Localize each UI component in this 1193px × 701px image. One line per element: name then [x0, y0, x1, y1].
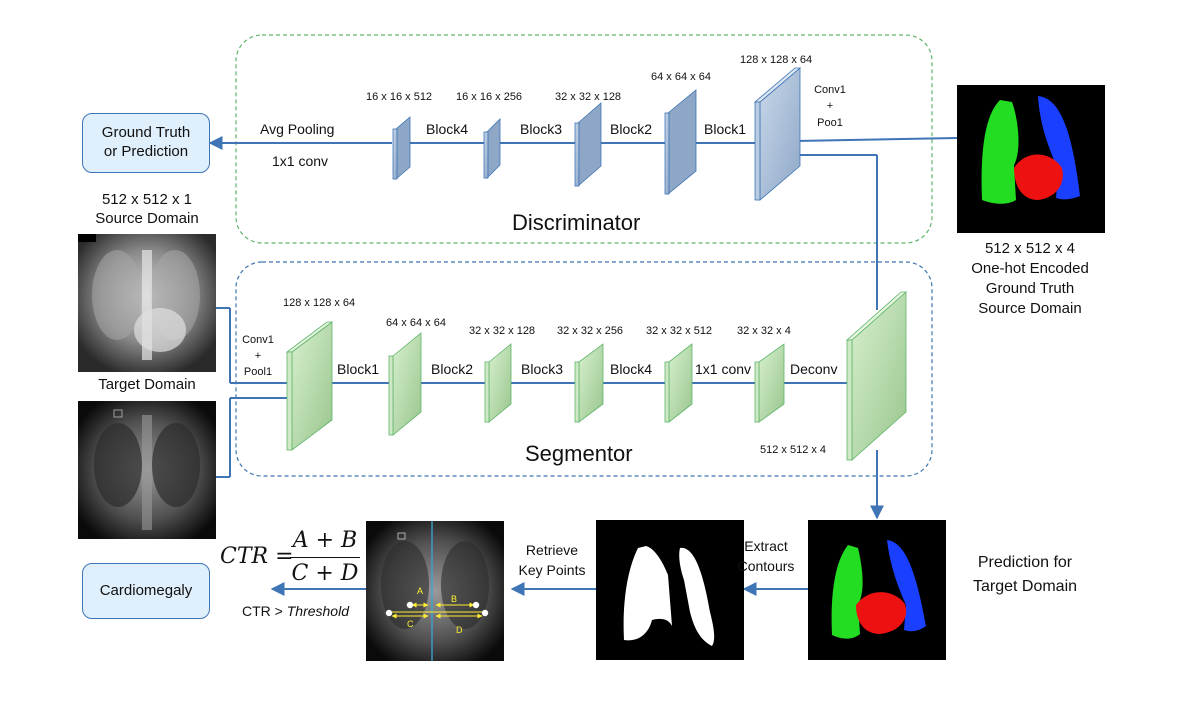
onehot-caption-4: Source Domain [978, 300, 1082, 317]
ground-truth-line2: or Prediction [103, 143, 189, 160]
disc-pool1-label: Poo1 [817, 117, 843, 129]
seg-dim-7: 512 x 512 x 4 [760, 444, 827, 456]
formula-numerator: A + B [292, 528, 358, 553]
disc-block1-label: Block1 [704, 121, 747, 137]
seg-block-7 [845, 291, 908, 461]
prediction-caption-1: Prediction for [977, 554, 1073, 571]
formula-fraction-bar [290, 557, 360, 558]
onehot-caption-1: 512 x 512 x 4 [984, 240, 1076, 257]
formula-denominator: C + D [291, 561, 359, 586]
source-dims-label: 512 x 512 x 1 [101, 191, 193, 208]
seg-block-4 [574, 343, 604, 423]
keypoint-d-label: D [456, 625, 463, 635]
onehot-caption-3: Ground Truth [985, 280, 1075, 297]
keypoint-a-label: A [417, 586, 424, 596]
disc-block3-label: Block3 [520, 121, 563, 137]
seg-deconv-label: Deconv [790, 361, 838, 377]
disc-block-2 [483, 118, 501, 179]
disc-block4-label: Block4 [426, 121, 469, 137]
seg-block3-label: Block3 [521, 361, 564, 377]
seg-block-2 [388, 332, 422, 436]
seg-block-6 [754, 343, 785, 423]
target-domain-xray [78, 401, 216, 539]
segmentor-title: Segmentor [525, 441, 633, 466]
source-domain-label: Source Domain [95, 210, 199, 227]
seg-dim-4: 32 x 32 x 256 [557, 325, 624, 337]
cardiomegaly-box: Cardiomegaly [82, 563, 210, 619]
retrieve-label: Retrieve [525, 542, 579, 558]
seg-block-1 [285, 321, 334, 451]
source-domain-xray [78, 234, 216, 372]
seg-dim-5: 32 x 32 x 512 [646, 325, 713, 337]
contours-label: Contours [737, 558, 795, 574]
seg-1x1-conv-label: 1x1 conv [695, 361, 752, 377]
seg-conv1-label: Conv1 [242, 334, 274, 346]
seg-block4-label: Block4 [610, 361, 653, 377]
contours-mask-image [596, 520, 744, 660]
segmentor-box [235, 261, 933, 477]
key-points-label: Key Points [518, 562, 586, 578]
seg-block-5 [664, 343, 693, 423]
onehot-ground-truth-image [957, 85, 1105, 233]
extract-label: Extract [744, 538, 788, 554]
prediction-caption-2: Target Domain [972, 578, 1078, 595]
discriminator-box [235, 34, 933, 244]
seg-dim-3: 32 x 32 x 128 [469, 325, 536, 337]
target-domain-label: Target Domain [98, 376, 196, 393]
threshold-prefix: CTR > [242, 603, 287, 619]
seg-plus-label: + [254, 350, 262, 362]
threshold-label: CTR > Threshold [242, 603, 349, 619]
disc-block-1 [392, 116, 411, 180]
disc-dim-5: 128 x 128 x 64 [740, 54, 813, 66]
threshold-word: Threshold [286, 603, 349, 619]
onehot-caption-2: One-hot Encoded [971, 260, 1089, 277]
disc-block-5 [753, 67, 802, 201]
disc-block-4 [664, 89, 697, 195]
keypoint-b-label: B [451, 594, 458, 604]
disc-dim-3: 32 x 32 x 128 [555, 91, 622, 103]
prediction-target-image [808, 520, 946, 660]
disc-block-3 [574, 102, 602, 187]
seg-block2-label: Block2 [431, 361, 474, 377]
disc-plus-label: + [826, 100, 834, 112]
formula-lhs: CTR = [220, 544, 294, 569]
cardiomegaly-label: Cardiomegaly [99, 581, 193, 599]
seg-block-3 [484, 343, 512, 423]
disc-dim-1: 16 x 16 x 512 [366, 91, 433, 103]
seg-dim-2: 64 x 64 x 64 [386, 317, 446, 329]
seg-dim-1: 128 x 128 x 64 [283, 297, 356, 309]
ground-truth-line1: Ground Truth [101, 124, 191, 142]
disc-dim-4: 64 x 64 x 64 [651, 71, 711, 83]
avg-pooling-label: Avg Pooling [260, 121, 335, 137]
discriminator-title: Discriminator [512, 210, 641, 235]
disc-dim-2: 16 x 16 x 256 [456, 91, 523, 103]
disc-1x1-conv-label: 1x1 conv [272, 153, 329, 169]
disc-conv1-label: Conv1 [814, 84, 846, 96]
seg-dim-6: 32 x 32 x 4 [737, 325, 791, 337]
disc-block2-label: Block2 [610, 121, 653, 137]
ground-truth-or-prediction-box: Ground Truth or Prediction [82, 113, 210, 173]
seg-block1-label: Block1 [337, 361, 380, 377]
seg-pool1-label: Pool1 [243, 366, 273, 378]
keypoint-c-label: C [407, 619, 414, 629]
keypoints-xray [366, 521, 504, 661]
